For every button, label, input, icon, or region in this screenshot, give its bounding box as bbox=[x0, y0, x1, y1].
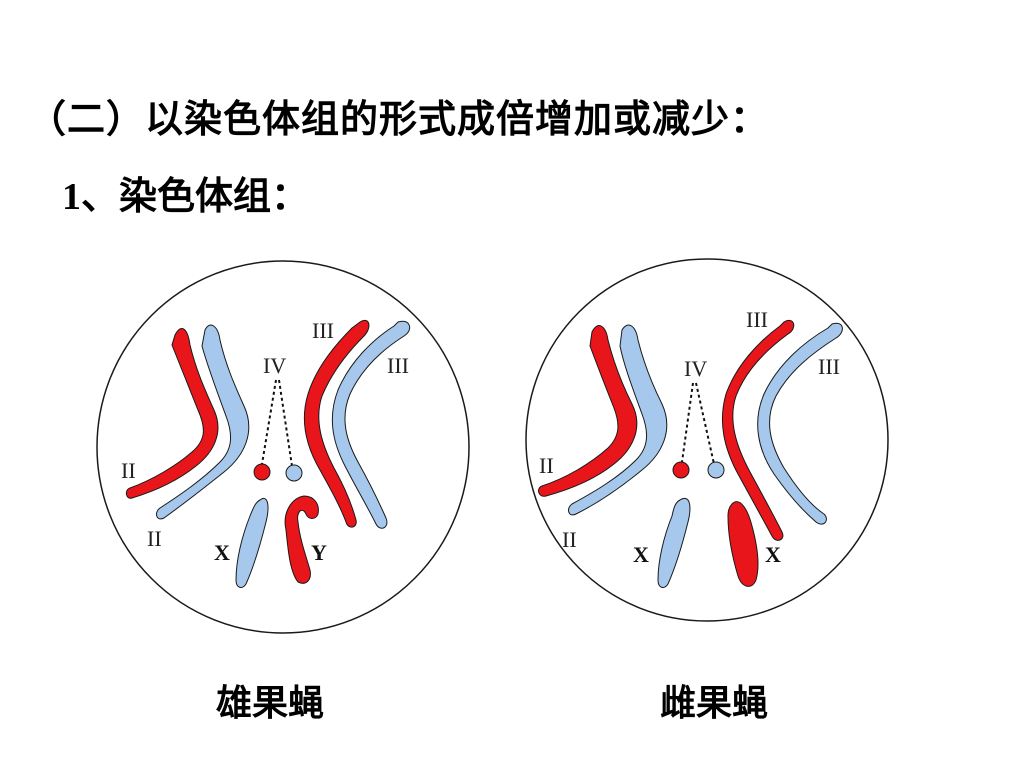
male-chromosome-iv-spindle-right bbox=[278, 379, 293, 467]
male-chromosome-iii-maternal bbox=[331, 320, 411, 529]
page-title: （二）以染色体组的形式成倍增加或减少： bbox=[28, 97, 770, 141]
female-label-iii-blue: III bbox=[818, 354, 840, 379]
female-caption: 雌果蝇 bbox=[660, 682, 769, 724]
male-chromosome-x bbox=[235, 498, 269, 588]
female-chromosome-ii-paternal bbox=[538, 325, 638, 497]
female-chromosome-x-paternal bbox=[727, 501, 759, 587]
male-label-y: Y bbox=[311, 540, 327, 565]
male-label-ii-blue: II bbox=[147, 526, 162, 551]
male-label-iii-blue: III bbox=[387, 353, 409, 378]
female-chromosome-iv-spindle-right bbox=[695, 382, 715, 465]
female-label-x-left: X bbox=[633, 542, 649, 567]
female-chromosome-iv-spindle-left bbox=[681, 382, 694, 463]
female-label-ii-blue: II bbox=[562, 527, 577, 552]
male-chromosome-ii-maternal bbox=[156, 324, 250, 520]
male-chromosome-ii-paternal bbox=[125, 327, 219, 499]
male-cell: II II III III IV X Y bbox=[96, 260, 470, 634]
section-heading: 1、染色体组： bbox=[62, 165, 309, 220]
female-chromosome-iii-paternal bbox=[721, 320, 795, 541]
female-chromosome-iv-maternal bbox=[707, 461, 725, 479]
male-chromosome-iii-paternal bbox=[303, 320, 370, 528]
male-caption: 雄果蝇 bbox=[216, 682, 325, 724]
section-heading-text: 、染色体组： bbox=[81, 174, 310, 218]
male-label-ii-red: II bbox=[121, 458, 136, 483]
female-chromosome-iii-maternal bbox=[757, 322, 843, 525]
female-chromosome-ii-maternal bbox=[568, 324, 668, 516]
female-cell-membrane bbox=[525, 258, 889, 622]
male-chromosome-iv-spindle-left bbox=[261, 379, 277, 465]
male-chromosome-iv-maternal bbox=[285, 464, 303, 482]
female-cell: II II III III IV X X bbox=[525, 258, 889, 622]
female-chromosome-x-maternal bbox=[657, 498, 691, 588]
female-label-iii-red: III bbox=[746, 307, 768, 332]
male-cell-membrane bbox=[96, 260, 470, 634]
male-label-iv: IV bbox=[263, 353, 286, 378]
section-number: 1 bbox=[62, 176, 81, 218]
female-label-x-right: X bbox=[765, 542, 781, 567]
female-chromosome-iv-paternal bbox=[672, 461, 690, 479]
male-chromosome-iv-paternal bbox=[253, 463, 271, 481]
male-chromosome-y bbox=[284, 495, 319, 584]
female-label-ii-red: II bbox=[539, 453, 554, 478]
male-label-iii-red: III bbox=[312, 318, 334, 343]
female-label-iv: IV bbox=[684, 356, 707, 381]
male-label-x: X bbox=[214, 540, 230, 565]
